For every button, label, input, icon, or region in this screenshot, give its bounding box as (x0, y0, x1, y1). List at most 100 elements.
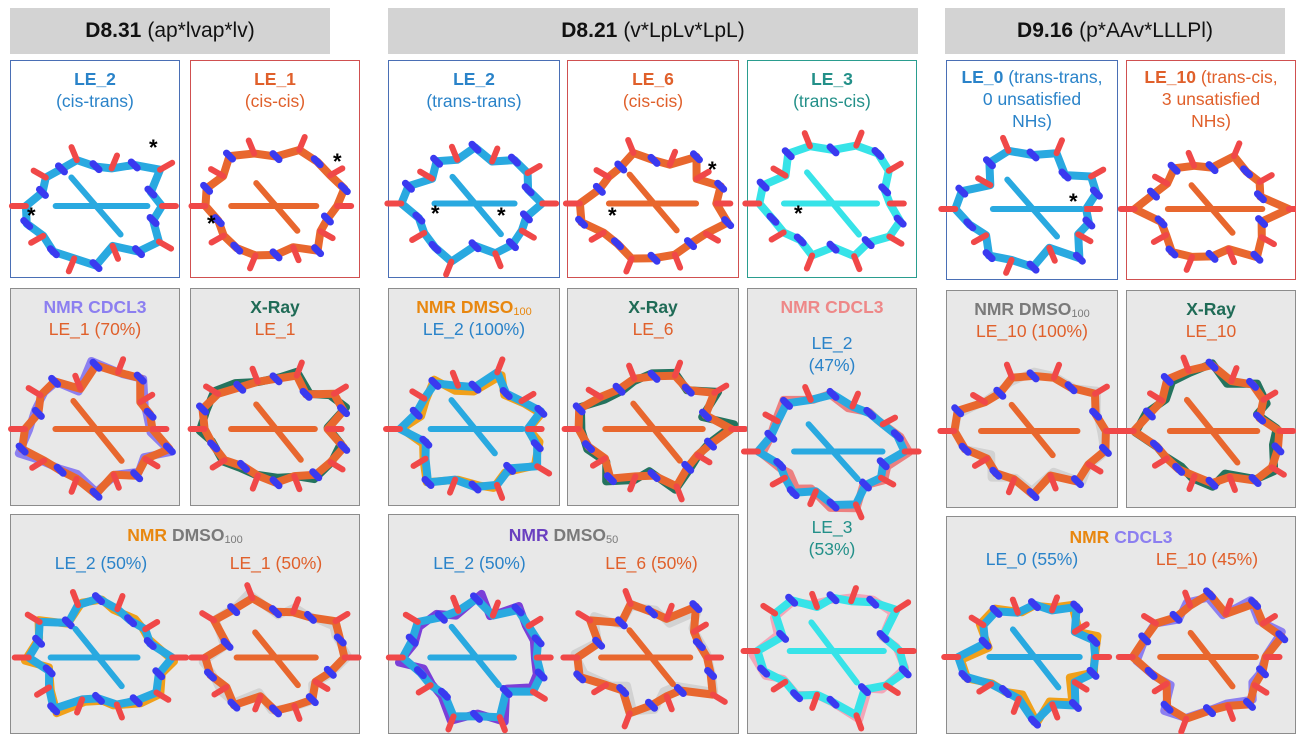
d831-le2-desc: (cis-trans) (56, 91, 134, 111)
molecule-d821-cdcl3-le3 (740, 585, 917, 732)
molecule-d831-dmso-le1 (188, 582, 362, 722)
header-d831: D8.31(ap*lvap*lv) (10, 8, 330, 54)
panel-d831-xray: X-Ray LE_1 (187, 288, 360, 506)
panel-d916-le10: LE_10 (trans-cis, 3 unsatisfied NHs) (1117, 60, 1296, 280)
d821-xray-result: LE_6 (632, 319, 674, 339)
panel-d831-le2: LE_2 (cis-trans) * * (8, 60, 180, 278)
star-marker: * (708, 157, 717, 182)
star-marker: * (608, 203, 617, 228)
d916-le10-l1: (trans-cis, (1200, 67, 1278, 87)
panel-d821-le3: LE_3 (trans-cis) * (742, 60, 917, 278)
d821-le2-desc: (trans-trans) (426, 91, 522, 111)
d821-dmso50-conc: 50 (605, 534, 619, 546)
d916-le0-l3: NHs) (1012, 111, 1052, 131)
molecule-d916-xray (1116, 354, 1296, 493)
d821-cdcl3-a-pct: (47%) (808, 355, 856, 375)
panel-d916-nmr-cdcl3: NMR CDCL3 LE_0 (55%) LE_10 (45%) (941, 516, 1296, 734)
panel-d821-nmr-cdcl3: NMR CDCL3 LE_2 (47%) LE_3 (53%) (740, 288, 922, 734)
d821-le3-desc: (trans-cis) (793, 91, 871, 111)
d916-nmr-label: NMR (1069, 527, 1110, 547)
star-marker: * (207, 211, 216, 236)
molecule-d916-le0 (938, 134, 1107, 276)
panel-d916-xray: X-Ray LE_10 (1116, 290, 1296, 508)
d831-dmso-label: DMSO (171, 525, 225, 545)
d916-le10-name: LE_10 (1144, 67, 1196, 87)
d916-le0-l1: (trans-trans, (1008, 67, 1103, 87)
molecule-d831-dmso-le2 (11, 588, 190, 721)
panel-d821-nmr-dmso50: NMR DMSO50 LE_2 (50%) LE_6 (50%) (385, 514, 739, 734)
d821-dmso100-conc: 100 (513, 306, 532, 318)
d821-nmr-dmso50-left: LE_2 (50%) (433, 553, 526, 573)
d916-nmr-dmso-method: NMR DMSO (974, 299, 1072, 319)
d916-cdcl3-label: CDCL3 (1114, 527, 1173, 547)
d831-nmr-label: NMR (127, 525, 168, 545)
d916-xray-method: X-Ray (1186, 299, 1236, 319)
d821-cdcl3-b-name: LE_3 (811, 517, 853, 537)
d831-le2-name: LE_2 (74, 69, 116, 89)
d821-dmso-label: DMSO (553, 525, 606, 545)
d916-nmr-cdcl3-left: LE_0 (55%) (985, 549, 1079, 569)
panel-d821-xray: X-Ray LE_6 (561, 288, 749, 506)
d821-nmr-dmso100-method: NMR DMSO (416, 297, 514, 317)
molecule-d821-cdcl3-le2 (740, 384, 922, 521)
molecule-d821-nmr-dmso100 (383, 356, 553, 501)
d831-nmr-dmso-right: LE_1 (50%) (229, 553, 323, 573)
d821-le6-name: LE_6 (632, 69, 674, 89)
panel-d821-nmr-dmso100: NMR DMSO100 LE_2 (100%) (383, 288, 560, 506)
d831-nmr-cdcl3-result: LE_1 (70%) (48, 319, 142, 339)
d831-nmr-cdcl3-method: NMR CDCL3 (43, 297, 147, 317)
d821-le3-name: LE_3 (811, 69, 853, 89)
star-marker: * (333, 149, 342, 174)
d916-nmr-dmso-result: LE_10 (100%) (976, 321, 1088, 341)
molecule-d831-le1 (188, 134, 355, 272)
d821-le6-desc: (cis-cis) (622, 91, 684, 111)
molecule-d821-dmso50-le2 (385, 589, 554, 734)
panel-d831-nmr-dmso: NMR DMSO100 LE_2 (50%) LE_1 (50%) (10, 514, 362, 734)
star-marker: * (149, 135, 158, 160)
molecule-d821-le2 (384, 140, 560, 278)
d831-xray-result: LE_1 (254, 319, 296, 339)
panel-d916-le0: LE_0 (trans-trans, 0 unsatisfied NHs) * (938, 60, 1118, 280)
star-marker: * (497, 203, 506, 228)
molecule-d831-xray (187, 359, 351, 493)
panel-d821-le2: LE_2 (trans-trans) * * (384, 60, 560, 278)
d821-cdcl3-b-pct: (53%) (808, 539, 856, 559)
d821-le2-name: LE_2 (453, 69, 495, 89)
d821-nmr-dmso100-result: LE_2 (100%) (422, 319, 526, 339)
molecule-d916-cdcl3-le10 (1115, 587, 1289, 734)
panel-d831-le1: LE_1 (cis-cis) * * (188, 60, 360, 278)
molecule-d831-nmr-cdcl3 (8, 356, 176, 501)
d916-le10-l2: 3 unsatisfied (1161, 89, 1261, 109)
molecule-d821-le3 (742, 129, 907, 273)
molecule-d916-le10 (1117, 140, 1296, 273)
star-marker: * (27, 203, 36, 228)
molecule-d916-cdcl3-le0 (941, 594, 1113, 729)
header-d821: D8.21(v*LpLv*LpL) (388, 8, 918, 54)
star-marker: * (1069, 189, 1078, 214)
d831-nmr-dmso-left: LE_2 (50%) (54, 553, 148, 573)
header-d916: D9.16(p*AAv*LLLPl) (945, 8, 1285, 54)
molecule-d821-le6 (562, 137, 735, 275)
d916-dmso-conc: 100 (1071, 308, 1090, 320)
d831-le1-desc: (cis-cis) (244, 91, 306, 111)
d916-nmr-cdcl3-right: LE_10 (45%) (1155, 549, 1259, 569)
d916-le0-name: LE_0 (961, 67, 1004, 87)
molecule-d831-le2 (8, 144, 179, 275)
d831-xray-method: X-Ray (250, 297, 300, 317)
molecule-d821-xray (561, 359, 749, 503)
d916-xray-result: LE_10 (1185, 321, 1237, 341)
d821-cdcl3-a-name: LE_2 (811, 333, 853, 353)
d831-dmso-conc: 100 (224, 534, 243, 546)
d831-le1-name: LE_1 (254, 69, 296, 89)
star-marker: * (431, 201, 440, 226)
d821-nmr-label: NMR (508, 525, 549, 545)
d916-le10-l3: NHs) (1191, 111, 1231, 131)
d916-le0-l2: 0 unsatisfied (982, 89, 1082, 109)
d821-xray-method: X-Ray (628, 297, 678, 317)
d821-nmr-dmso50-right: LE_6 (50%) (605, 553, 698, 573)
star-marker: * (794, 201, 803, 226)
panel-d916-nmr-dmso: NMR DMSO100 LE_10 (100%) (937, 290, 1123, 508)
d821-nmr-cdcl3-method: NMR CDCL3 (780, 297, 884, 317)
molecule-d916-nmr-dmso (937, 361, 1123, 502)
panel-d821-le6: LE_6 (cis-cis) * * (562, 60, 739, 278)
